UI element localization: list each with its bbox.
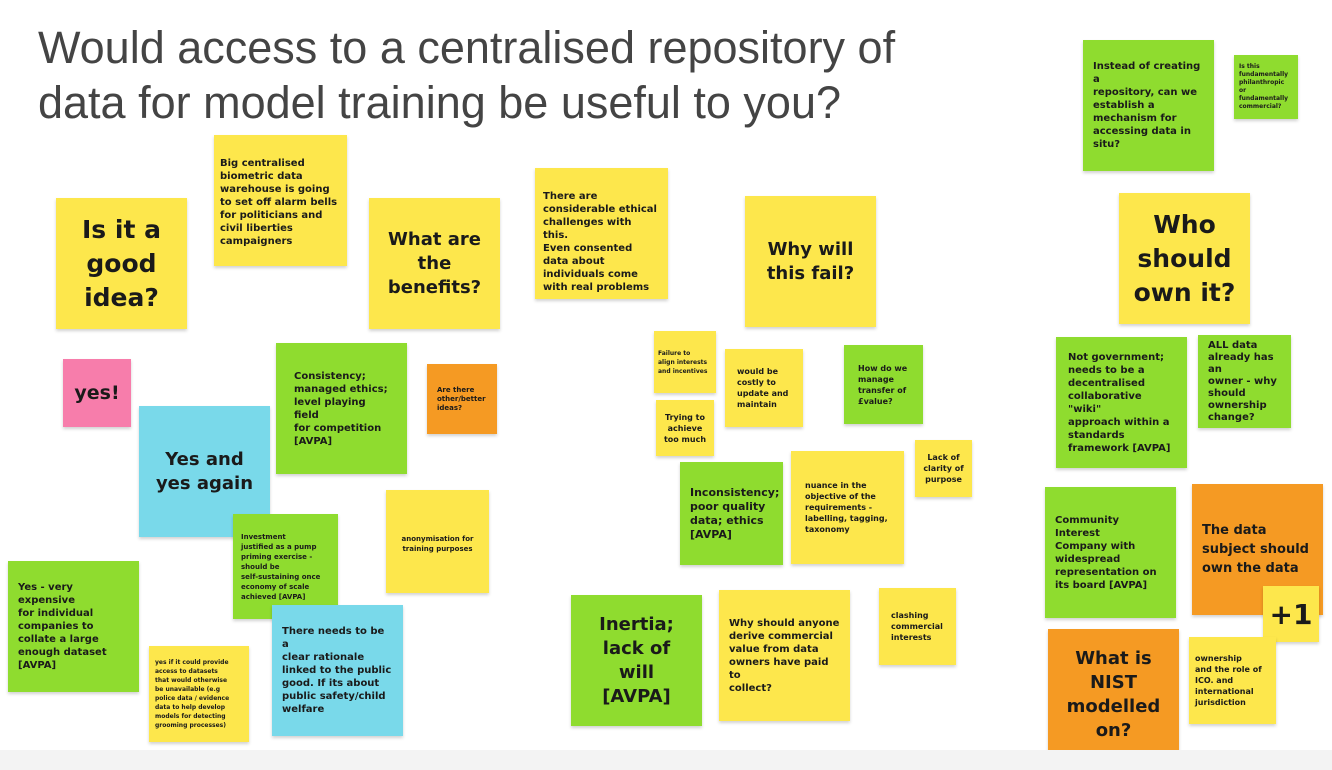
sticky-note-failure-align[interactable]: Failure to align interests and incentive… bbox=[654, 331, 716, 393]
sticky-note-why-will-fail[interactable]: Why will this fail? bbox=[745, 196, 876, 327]
sticky-note-nuance[interactable]: nuance in the objective of the requireme… bbox=[791, 451, 904, 564]
sticky-note-anonymisation[interactable]: anonymisation for training purposes bbox=[386, 490, 489, 593]
sticky-note-transfer-value[interactable]: How do we manage transfer of £value? bbox=[844, 345, 923, 424]
sticky-note-is-it-good-idea[interactable]: Is it a good idea? bbox=[56, 198, 187, 329]
sticky-note-lack-clarity[interactable]: Lack of clarity of purpose bbox=[915, 440, 972, 497]
sticky-note-other-ideas[interactable]: Are there other/better ideas? bbox=[427, 364, 497, 434]
board-bottom-edge bbox=[0, 750, 1332, 770]
sticky-note-not-government[interactable]: Not government; needs to be a decentrali… bbox=[1056, 337, 1187, 468]
sticky-note-big-centralised[interactable]: Big centralised biometric data warehouse… bbox=[214, 135, 347, 266]
sticky-note-police-data[interactable]: yes if it could provide access to datase… bbox=[149, 646, 249, 742]
sticky-note-instead-of-creating[interactable]: Instead of creating a repository, can we… bbox=[1083, 40, 1214, 171]
sticky-note-costly[interactable]: would be costly to update and maintain bbox=[725, 349, 803, 427]
sticky-note-yes-expensive[interactable]: Yes - very expensive for individual comp… bbox=[8, 561, 139, 692]
sticky-note-philanthropic[interactable]: Is this fundamentally philanthropic or f… bbox=[1234, 55, 1298, 119]
board-title: Would access to a centralised repository… bbox=[38, 22, 896, 128]
sticky-note-yes[interactable]: yes! bbox=[63, 359, 131, 427]
sticky-note-why-should-anyone[interactable]: Why should anyone derive commercial valu… bbox=[719, 590, 850, 721]
sticky-note-what-are-benefits[interactable]: What are the benefits? bbox=[369, 198, 500, 329]
sticky-note-community-interest[interactable]: Community Interest Company with widespre… bbox=[1045, 487, 1176, 618]
sticky-note-ownership-ico[interactable]: ownership and the role of ICO. and inter… bbox=[1189, 637, 1276, 724]
sticky-note-yes-and-yes-again[interactable]: Yes and yes again bbox=[139, 406, 270, 537]
sticky-note-investment[interactable]: Investment justified as a pump priming e… bbox=[233, 514, 338, 619]
sticky-note-consistency[interactable]: Consistency; managed ethics; level playi… bbox=[276, 343, 407, 474]
sticky-note-inconsistency[interactable]: Inconsistency; poor quality data; ethics… bbox=[680, 462, 783, 565]
sticky-note-clear-rationale[interactable]: There needs to be a clear rationale link… bbox=[272, 605, 403, 736]
sticky-note-nist[interactable]: What is NIST modelled on? bbox=[1048, 629, 1179, 760]
sticky-note-inertia[interactable]: Inertia; lack of will [AVPA] bbox=[571, 595, 702, 726]
sticky-note-all-data-owner[interactable]: ALL data already has an owner - why shou… bbox=[1198, 335, 1291, 428]
sticky-note-who-should-own[interactable]: Who should own it? bbox=[1119, 193, 1250, 324]
sticky-note-clashing[interactable]: clashing commercial interests bbox=[879, 588, 956, 665]
sticky-note-ethical-challenges[interactable]: There are considerable ethical challenge… bbox=[535, 168, 668, 299]
sticky-note-trying-too-much[interactable]: Trying to achieve too much bbox=[656, 400, 714, 456]
plus-one-note[interactable]: +1 bbox=[1263, 586, 1319, 642]
